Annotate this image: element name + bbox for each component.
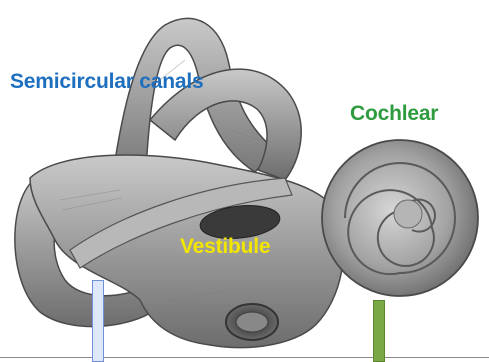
baseline-line bbox=[0, 357, 489, 358]
blue-marker-bar bbox=[92, 280, 104, 362]
label-vestibule: Vestibule bbox=[180, 236, 270, 257]
green-marker-bar bbox=[373, 300, 385, 362]
label-semicircular-canals: Semicircular canals bbox=[10, 71, 204, 92]
label-cochlear: Cochlear bbox=[350, 103, 438, 124]
